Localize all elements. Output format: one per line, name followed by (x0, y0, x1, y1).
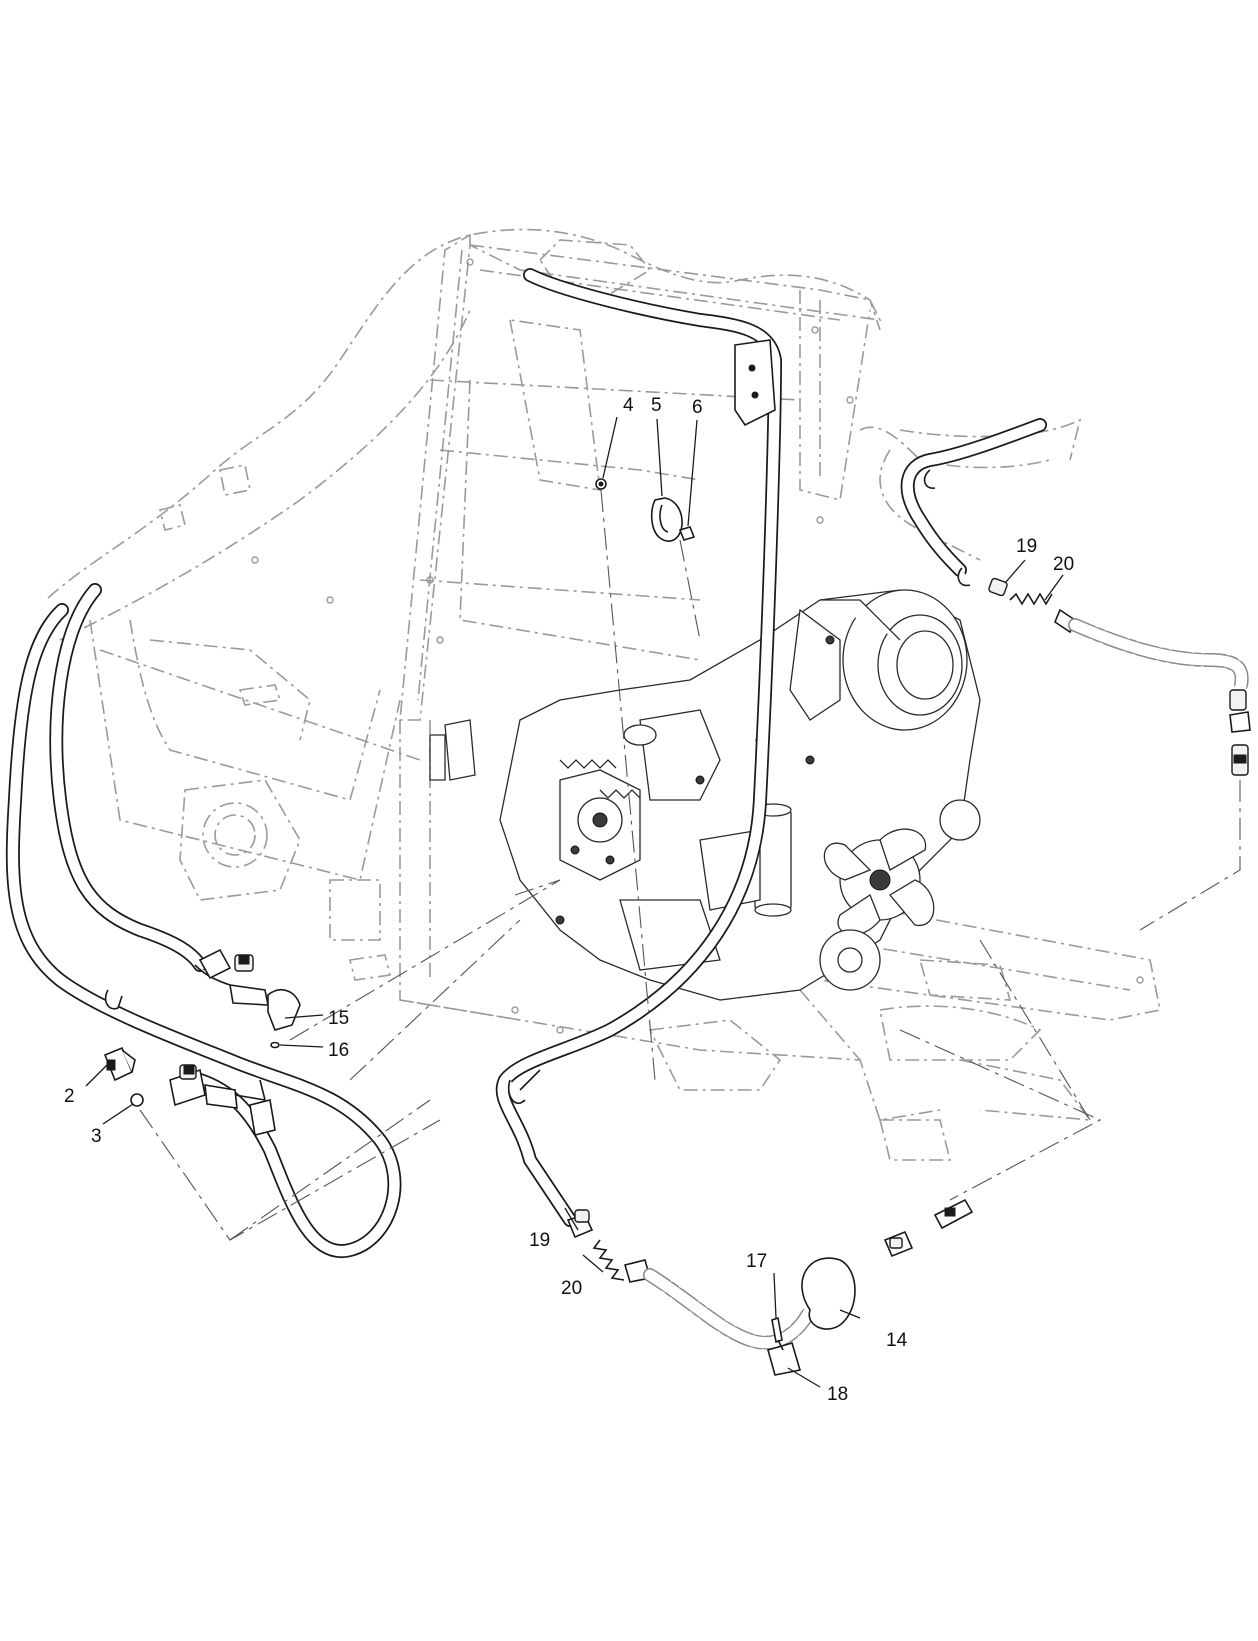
clamp-strap-14 (801, 1257, 856, 1330)
elbow-fitting-2 (103, 1046, 136, 1082)
engine-assembly (429, 589, 981, 1001)
lower-right-fitting (883, 1198, 974, 1258)
callout-20-bottom: 20 (561, 1278, 582, 1299)
screw-4 (595, 478, 607, 490)
callout-15: 15 (328, 1008, 349, 1029)
callout-5: 5 (651, 395, 662, 416)
callout-16: 16 (328, 1040, 349, 1061)
left-return-hose (5, 583, 402, 1259)
callout-3: 3 (91, 1126, 102, 1147)
spring-guard-20-top (1009, 592, 1053, 606)
callout-4: 4 (623, 395, 634, 416)
callout-18: 18 (827, 1384, 848, 1405)
nut-6 (678, 526, 696, 541)
leader-lines (85, 416, 1064, 1388)
callout-2: 2 (64, 1086, 75, 1107)
lower-hose-assembly (566, 1198, 974, 1376)
left-fitting-cluster (103, 948, 301, 1136)
o-ring-16 (270, 1041, 280, 1049)
hose-tag-18 (767, 1342, 802, 1376)
spring-guard-20-bottom (592, 1239, 625, 1281)
callout-17: 17 (746, 1251, 767, 1272)
cable-tie-17 (771, 1316, 783, 1344)
machine-frame (47, 228, 1161, 1161)
reference-lines (139, 489, 1241, 1241)
hose-clamp-19-top (957, 567, 1008, 597)
callout-19-bottom: 19 (529, 1230, 550, 1251)
right-upper-hose (900, 418, 1251, 776)
tee-fitting (169, 1064, 276, 1136)
callout-19-top: 19 (1016, 536, 1037, 557)
main-fuel-hose (495, 268, 782, 1227)
o-ring-3 (130, 1093, 144, 1107)
callout-14: 14 (886, 1330, 908, 1351)
p-clamp-5 (650, 497, 683, 542)
cooling-fan (823, 828, 935, 936)
upper-tee-fitting (194, 948, 301, 1049)
hose-clamp-19-bottom (566, 1209, 594, 1239)
callout-labels: 2 3 4 5 6 14 15 16 17 18 19 20 19 20 (64, 395, 1074, 1405)
callout-6: 6 (692, 397, 703, 418)
hose-bracket-top (734, 339, 776, 427)
clamp-hardware (595, 478, 696, 542)
callout-20-top: 20 (1053, 554, 1074, 575)
frame-bolt-holes (251, 258, 1144, 1034)
